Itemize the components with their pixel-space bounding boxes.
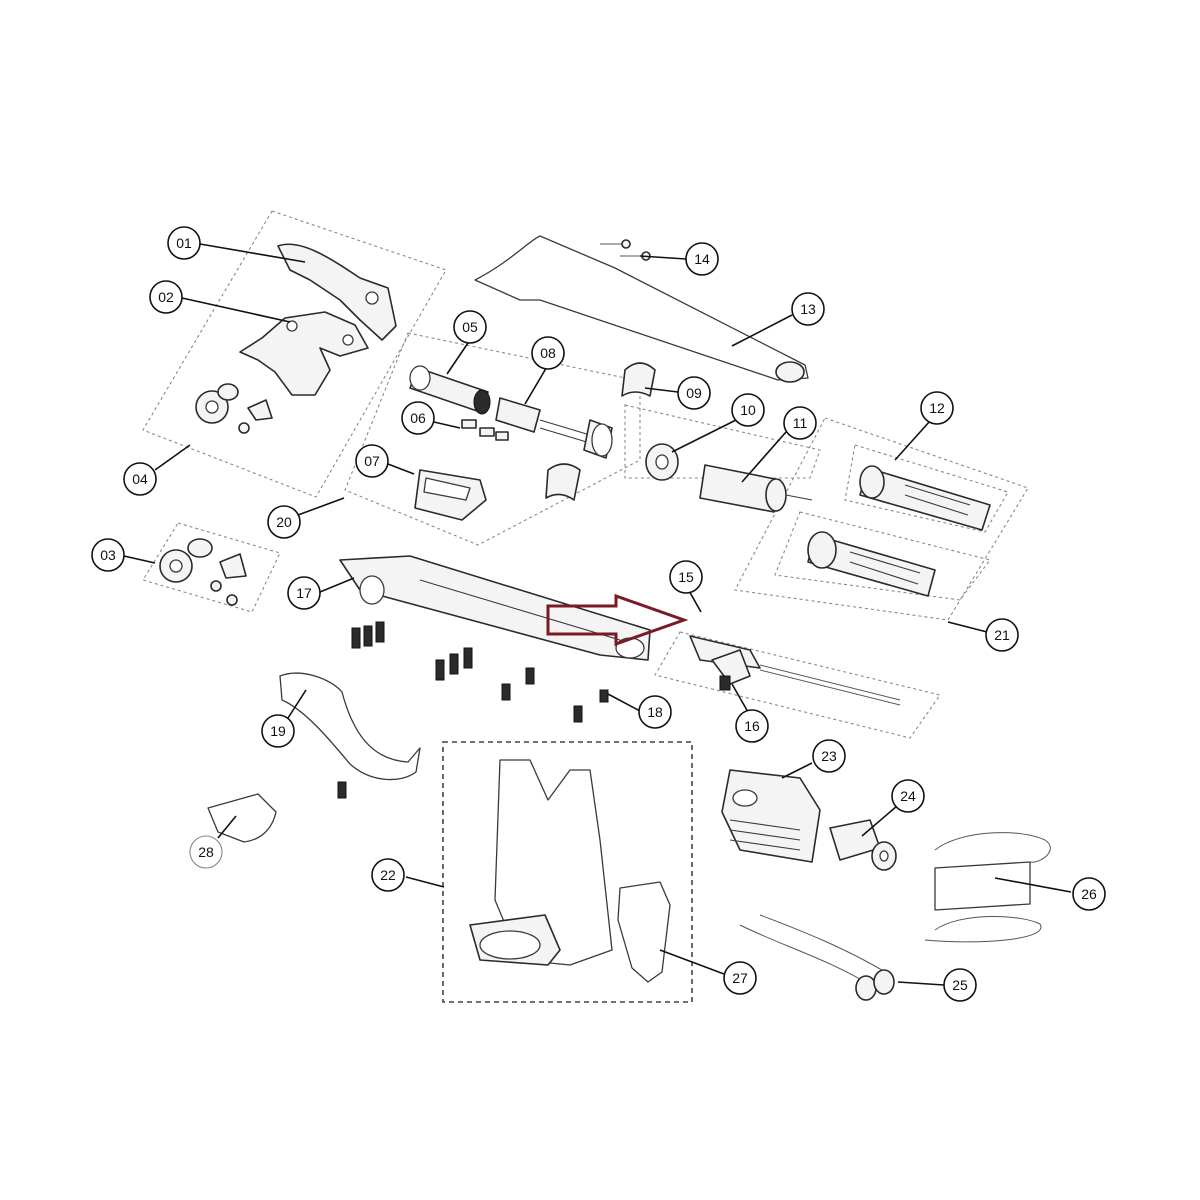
callout-10: 10 [731,393,765,427]
callout-19-label: 19 [270,723,286,739]
callout-08-label: 08 [540,345,556,361]
part-04-gear-set [195,383,273,434]
part-21-housing [807,531,936,597]
callout-12-label: 12 [929,400,945,416]
callout-18: 18 [638,695,672,729]
part-22-harness [469,759,613,966]
part-08-screw-shaft [495,397,613,459]
frame-15 [654,631,941,739]
callout-28-label: 28 [198,844,214,860]
frame-04 [142,210,447,498]
callout-25-label: 25 [952,977,968,993]
callout-03: 03 [91,538,125,572]
part-26-charger [924,832,1051,943]
callout-15-label: 15 [678,569,694,585]
callout-11-label: 11 [793,415,808,431]
callout-18-label: 18 [647,704,663,720]
part-17-main-body [339,555,651,661]
callout-02: 02 [149,280,183,314]
frame-03 [142,522,281,613]
callout-07: 07 [355,444,389,478]
callout-03-label: 03 [100,547,116,563]
callout-13: 13 [791,292,825,326]
callout-08: 08 [531,336,565,370]
callout-27-label: 27 [732,970,748,986]
callout-28: 28 [189,835,223,869]
callout-22-label: 22 [380,867,396,883]
callout-17: 17 [287,576,321,610]
part-05-shaft [409,365,491,415]
callout-14: 14 [685,242,719,276]
part-25-cables [739,914,895,1001]
callout-07-label: 07 [364,453,380,469]
callout-22: 22 [371,858,405,892]
callout-15: 15 [669,560,703,594]
part-27-holster [617,881,671,983]
part-07-clip [414,469,487,521]
leader-lines [123,243,1072,986]
part-23-battery [721,769,821,863]
callout-05-label: 05 [462,319,478,335]
part-18-screws [351,621,609,723]
callout-10-label: 10 [740,402,756,418]
callout-21: 21 [985,618,1019,652]
frame-22 [442,741,693,1003]
callout-02-label: 02 [158,289,174,305]
callout-16-label: 16 [744,718,760,734]
part-28-pad [207,793,277,843]
part-19-guard [279,672,421,799]
callout-04-label: 04 [132,471,148,487]
part-02-bracket [239,311,369,396]
part-15-trigger-assembly [689,635,901,706]
callout-09-label: 09 [686,385,702,401]
callout-17-label: 17 [296,585,312,601]
callout-12: 12 [920,391,954,425]
callout-16: 16 [735,709,769,743]
callout-26: 26 [1072,877,1106,911]
part-12-housing [859,465,991,531]
callout-05: 05 [453,310,487,344]
callout-26-label: 26 [1081,886,1097,902]
callout-23: 23 [812,739,846,773]
callout-27: 27 [723,961,757,995]
part-01-bracket [277,243,397,341]
part-24-adapter [829,819,897,871]
highlight-arrow [546,593,689,647]
callout-13-label: 13 [800,301,816,317]
callout-14-label: 14 [694,251,710,267]
callout-20: 20 [267,505,301,539]
callout-06-label: 06 [410,410,426,426]
frame-21 [734,417,1029,621]
callout-11: 11 [783,406,817,440]
callout-25: 25 [943,968,977,1002]
part-16-switch [719,675,731,691]
group-frames [142,210,1029,1003]
part-10-coupler [645,443,679,481]
frame-10-11 [624,404,821,479]
callout-20-label: 20 [276,514,292,530]
callout-04: 04 [123,462,157,496]
callout-24-label: 24 [900,788,916,804]
frame-12 [844,444,1009,533]
callout-19: 19 [261,714,295,748]
part-13-cover [474,235,809,383]
part-06-pins [461,419,509,441]
part-11-motor [699,464,813,513]
callout-06: 06 [401,401,435,435]
part-14-screws [600,239,651,261]
callout-09: 09 [677,376,711,410]
callout-24: 24 [891,779,925,813]
callout-01: 01 [167,226,201,260]
callout-21-label: 21 [994,627,1010,643]
callout-01-label: 01 [176,235,192,251]
part-03-gear-set [159,538,247,606]
callout-23-label: 23 [821,748,837,764]
